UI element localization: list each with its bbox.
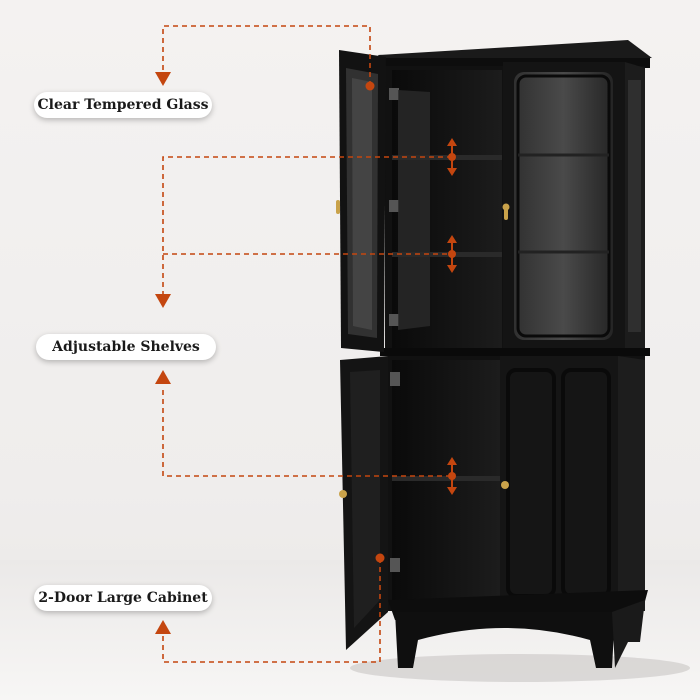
shelf-adjust-arrows	[447, 138, 457, 495]
arrow-down-icon	[155, 294, 171, 308]
dot-marker-icon	[375, 553, 385, 563]
double-arrow-icon	[447, 235, 457, 273]
lower-right-door	[500, 356, 618, 611]
double-arrow-icon	[447, 138, 457, 176]
label-text: 2-Door Large Cabinet	[38, 590, 208, 606]
cabinet-feet	[395, 612, 615, 668]
open-lower-door	[339, 356, 400, 650]
dot-marker-icon	[365, 81, 375, 91]
callout-arrows	[155, 72, 385, 634]
label-adjustable-shelves: Adjustable Shelves	[36, 334, 216, 360]
lower-handle	[501, 481, 509, 489]
lower-shelf	[392, 476, 500, 481]
arrow-up-icon	[155, 370, 171, 384]
label-clear-tempered-glass: Clear Tempered Glass	[34, 92, 212, 118]
label-text: Clear Tempered Glass	[37, 97, 209, 113]
callout-lines	[162, 25, 452, 663]
middle-ledge	[380, 348, 650, 356]
label-2-door-large-cabinet: 2-Door Large Cabinet	[34, 585, 212, 611]
open-glass-door	[336, 50, 430, 352]
arrow-down-icon	[155, 72, 171, 86]
lower-interior	[392, 360, 500, 605]
arrow-up-icon	[155, 620, 171, 634]
label-text: Adjustable Shelves	[52, 339, 200, 355]
double-arrow-icon	[447, 457, 457, 495]
